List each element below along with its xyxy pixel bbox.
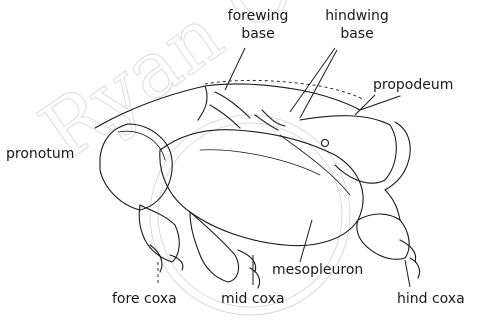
label-mesopleuron: mesopleuron [272,262,363,278]
forewing-base-sclerites [198,86,250,128]
leader-hindwing-base-2 [300,50,337,118]
hind-coxa-outline [357,214,409,259]
dorsal-dashed-outline [205,80,365,100]
label-propodeum: propodeum [373,77,453,93]
label-fore-coxa: fore coxa [112,291,177,307]
label-forewing-base-line1: forewing [228,8,289,24]
label-hindwing-base-line1: hindwing [325,8,389,24]
fore-coxa-outline [139,205,179,262]
mesopleuron-suture [280,135,350,195]
propodeum-rear [385,122,410,190]
label-pronotum: pronotum [6,146,74,162]
leader-hind-coxa [405,260,410,287]
watermark-inner-circle [158,123,342,307]
spiracle [322,140,329,147]
leader-propodeum [355,95,375,115]
hind-body-outline [385,190,400,220]
label-hind-coxa: hind coxa [397,291,465,307]
label-forewing-base-line2: base [241,26,274,42]
label-mid-coxa: mid coxa [221,291,285,307]
watermark: Ryan Chris [25,0,433,315]
label-hindwing-base-line2: base [340,26,373,42]
leader-hindwing-base-1 [290,48,335,112]
watermark-circle [150,115,350,315]
fore-leg-stub [150,245,183,272]
mesopleuron-inner [200,150,320,175]
mid-coxa-outline [190,212,239,282]
leader-mesopleuron [300,220,312,262]
mesopleuron-outline [160,130,363,246]
mid-leg-stub [238,250,260,288]
